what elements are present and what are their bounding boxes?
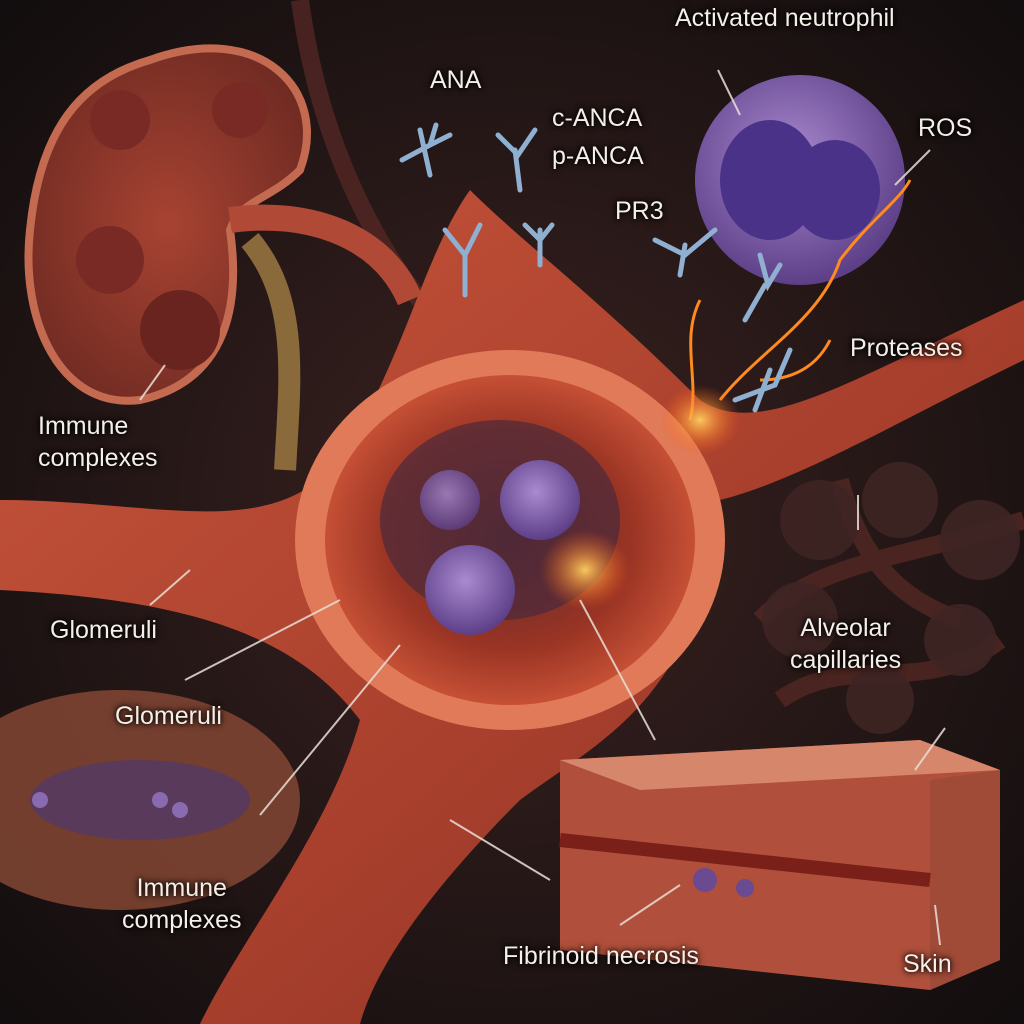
label-line: Immune: [38, 412, 129, 440]
kidney-art: [24, 44, 422, 405]
label-proteases: Proteases: [850, 334, 963, 362]
label-immune-complexes-bottom: Immune complexes: [122, 872, 242, 936]
label-ros: ROS: [918, 114, 973, 142]
skin-block-art: [559, 740, 1000, 990]
label-alveolar-capillaries: Alveolar capillaries: [790, 612, 901, 676]
label-line: Immune: [136, 874, 227, 902]
neutrophil-art: [695, 75, 905, 285]
label-skin: Skin: [903, 950, 952, 978]
ureter-art: [241, 232, 301, 471]
label-activated-neutrophil: Activated neutrophil: [675, 4, 895, 32]
label-immune-complexes-top: Immune complexes: [38, 410, 158, 474]
label-c-anca: c-ANCA: [552, 104, 643, 132]
vessel-art: [0, 190, 1024, 1024]
glomeruli-tissue-art: [0, 690, 300, 910]
alveolar-capillaries-art: [762, 462, 1020, 734]
leader-lines: [139, 69, 946, 946]
label-glomeruli-1: Glomeruli: [50, 616, 157, 644]
label-glomeruli-2: Glomeruli: [115, 702, 222, 730]
label-line: complexes: [122, 906, 242, 934]
label-ana: ANA: [430, 66, 482, 94]
label-fibrinoid-necrosis: Fibrinoid necrosis: [503, 942, 699, 970]
label-line: complexes: [38, 444, 158, 472]
label-p-anca: p-ANCA: [552, 142, 644, 170]
label-pr3: PR3: [615, 197, 664, 225]
label-line: capillaries: [790, 646, 902, 674]
label-line: Alveolar: [800, 614, 891, 642]
antibodies-art: [399, 122, 793, 413]
